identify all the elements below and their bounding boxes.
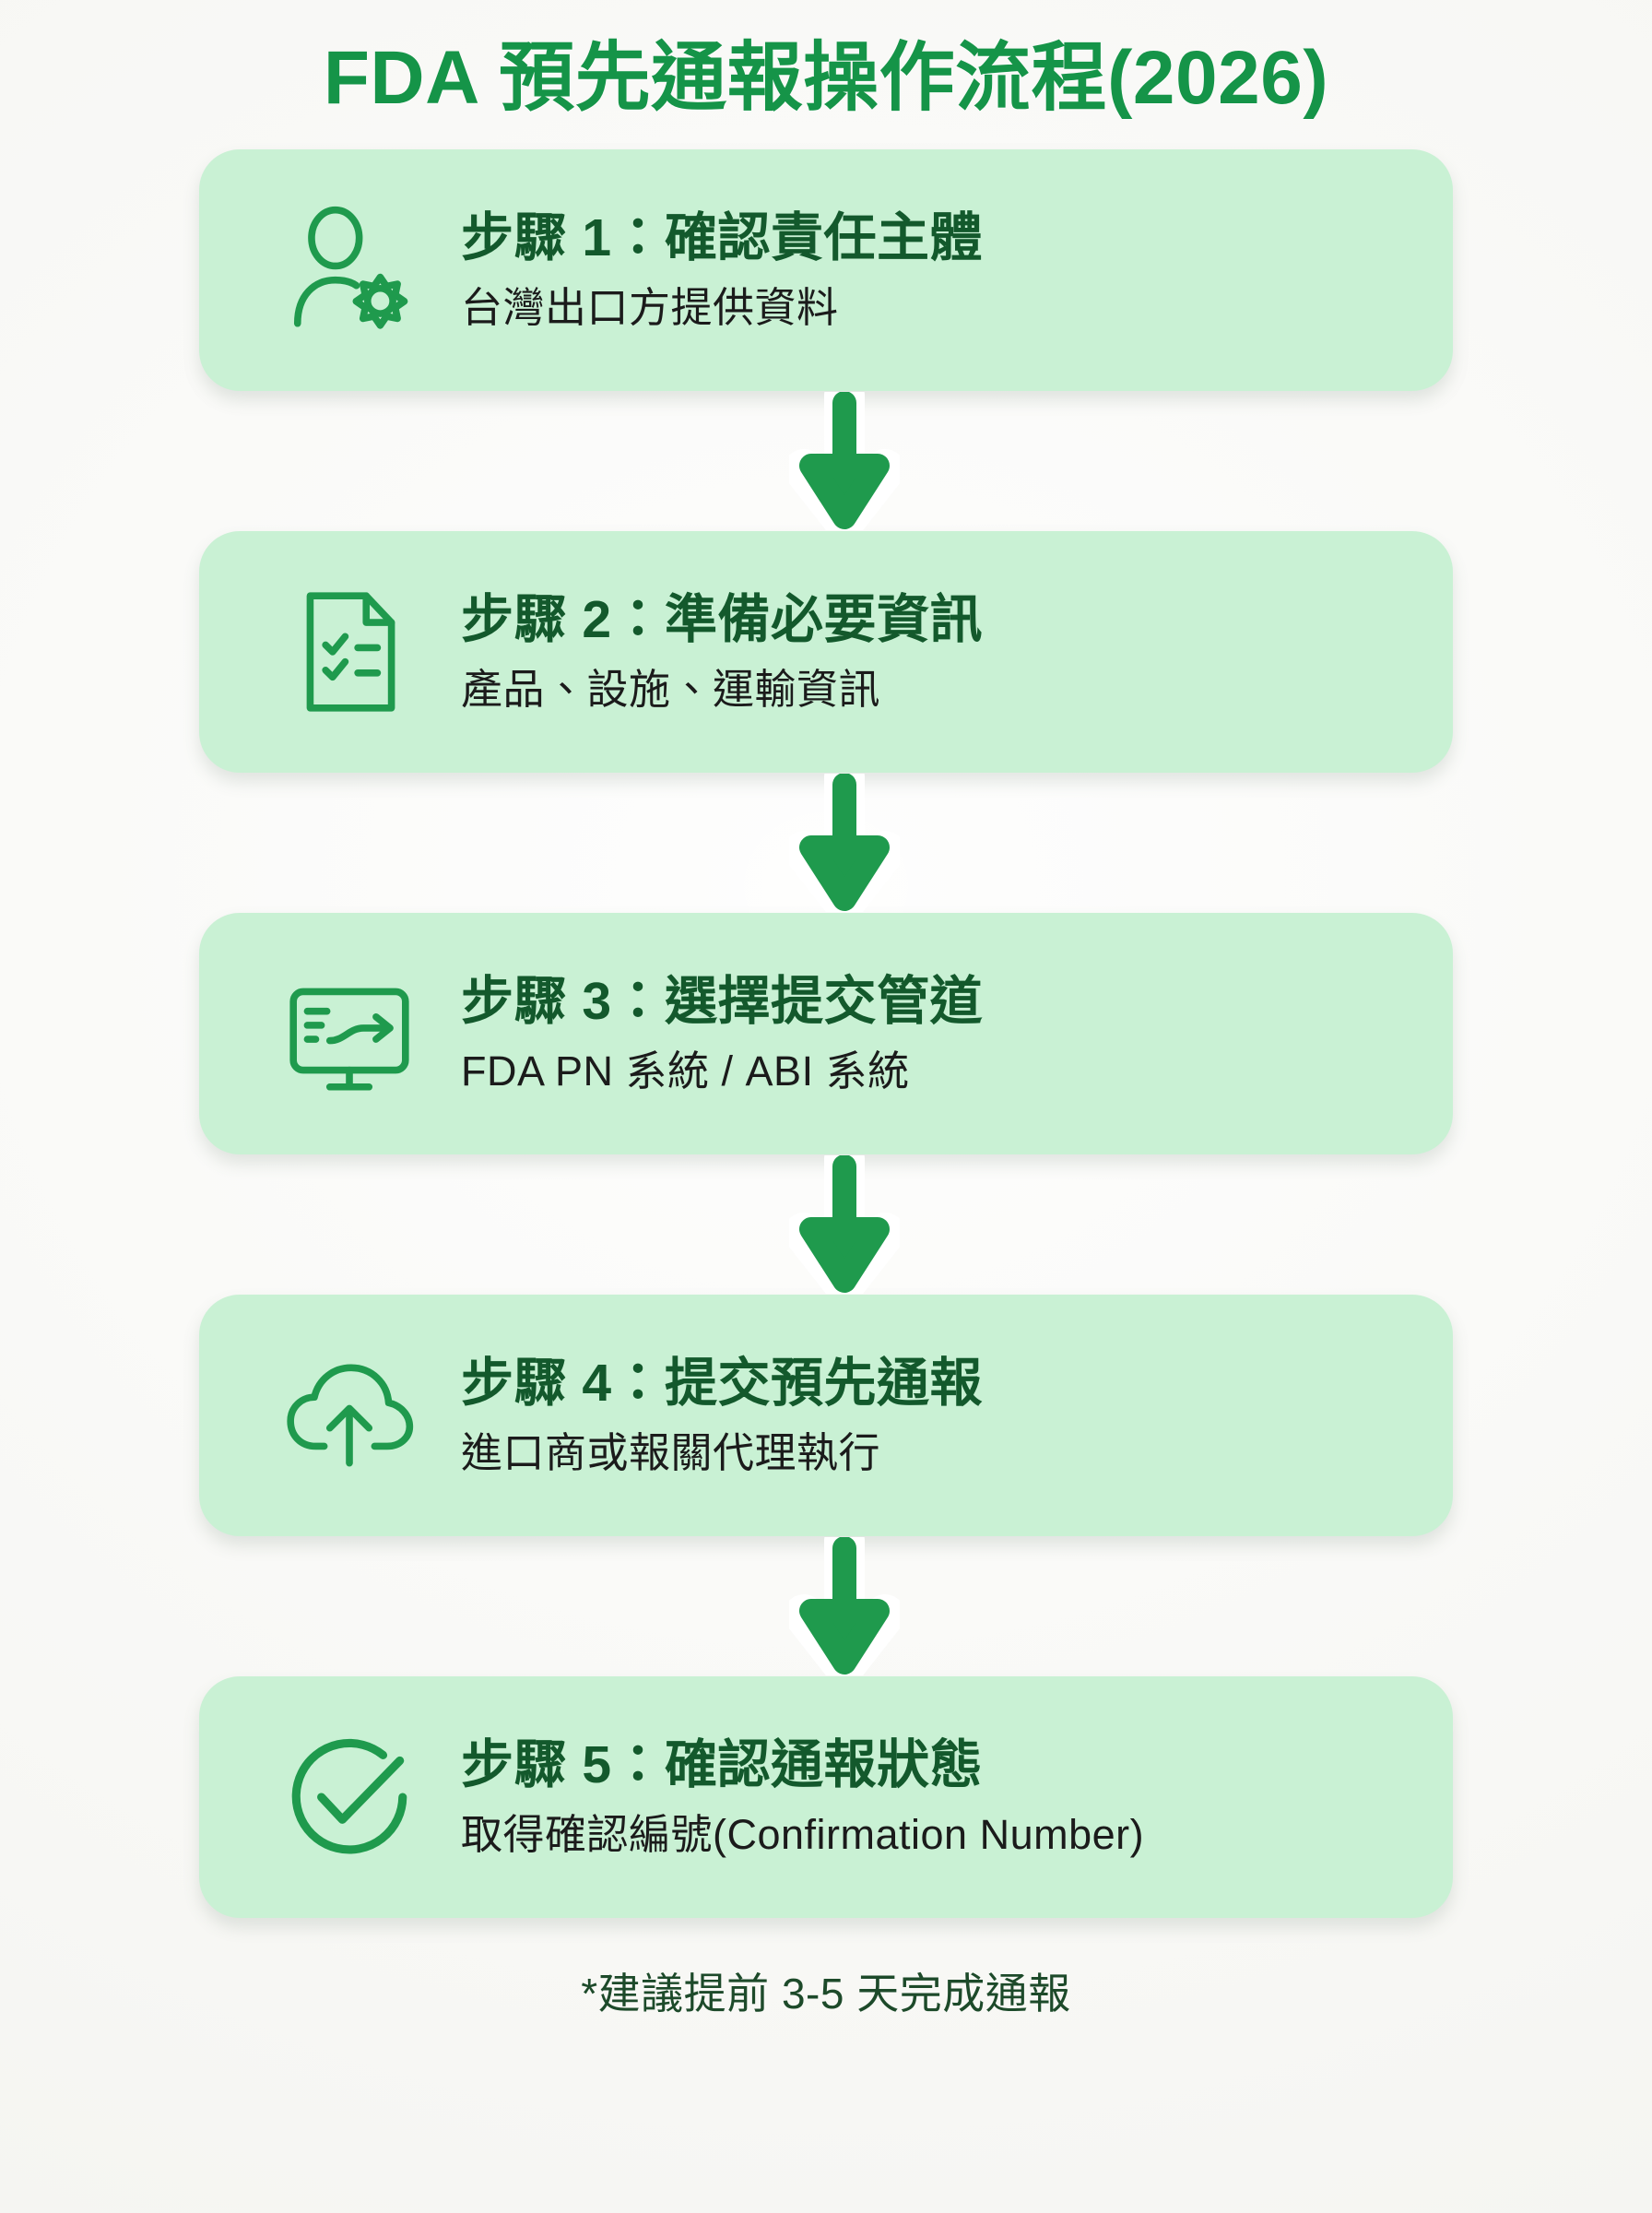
footnote-text: *建議提前 3-5 天完成通報 xyxy=(581,1970,1071,2018)
step-card-4: 步驟 4：提交預先通報 進口商或報關代理執行 xyxy=(199,1295,1453,1537)
arrow-step2-to-step3 xyxy=(199,773,1453,913)
arrow-step1-to-step2 xyxy=(199,391,1453,531)
step-card-1: 步驟 1：確認責任主體 台灣出口方提供資料 xyxy=(199,149,1453,392)
step-subtitle-4: 進口商或報關代理執行 xyxy=(461,1428,881,1476)
arrow-step3-to-step4 xyxy=(199,1154,1453,1295)
step-card-3: 步驟 3：選擇提交管道 FDA PN 系統 / ABI 系統 xyxy=(199,913,1453,1155)
arrow-step4-to-step5 xyxy=(199,1536,1453,1676)
monitor-submit-icon xyxy=(266,956,433,1111)
step-title-1: 步驟 1：確認責任主體 xyxy=(461,208,984,268)
step-card-5: 步驟 5：確認通報狀態 取得確認編號(Confirmation Number) xyxy=(199,1676,1453,1919)
step-title-4: 步驟 4：提交預先通報 xyxy=(461,1354,984,1414)
step-subtitle-3: FDA PN 系統 / ABI 系統 xyxy=(461,1047,910,1095)
step-text-5: 步驟 5：確認通報狀態 取得確認編號(Confirmation Number) xyxy=(461,1734,1398,1861)
step-title-3: 步驟 3：選擇提交管道 xyxy=(461,972,984,1032)
step-card-2: 步驟 2：準備必要資訊 產品、設施、運輸資訊 xyxy=(199,531,1453,774)
user-gear-icon xyxy=(266,193,433,348)
step-subtitle-1: 台灣出口方提供資料 xyxy=(461,283,839,331)
step-subtitle-5: 取得確認編號(Confirmation Number) xyxy=(461,1810,1145,1858)
step-text-2: 步驟 2：準備必要資訊 產品、設施、運輸資訊 xyxy=(461,588,1398,716)
page-title: FDA 預先通報操作流程(2026) xyxy=(323,36,1329,120)
step-text-3: 步驟 3：選擇提交管道 FDA PN 系統 / ABI 系統 xyxy=(461,970,1398,1097)
checklist-document-icon xyxy=(266,574,433,729)
step-text-4: 步驟 4：提交預先通報 進口商或報關代理執行 xyxy=(461,1352,1398,1479)
step-text-1: 步驟 1：確認責任主體 台灣出口方提供資料 xyxy=(461,207,1398,334)
step-subtitle-2: 產品、設施、運輸資訊 xyxy=(461,665,881,713)
process-flow: 步驟 1：確認責任主體 台灣出口方提供資料 xyxy=(199,149,1453,1919)
cloud-upload-icon xyxy=(266,1338,433,1493)
step-title-2: 步驟 2：準備必要資訊 xyxy=(461,590,984,650)
step-title-5: 步驟 5：確認通報狀態 xyxy=(461,1735,984,1795)
check-circle-icon xyxy=(266,1720,433,1875)
